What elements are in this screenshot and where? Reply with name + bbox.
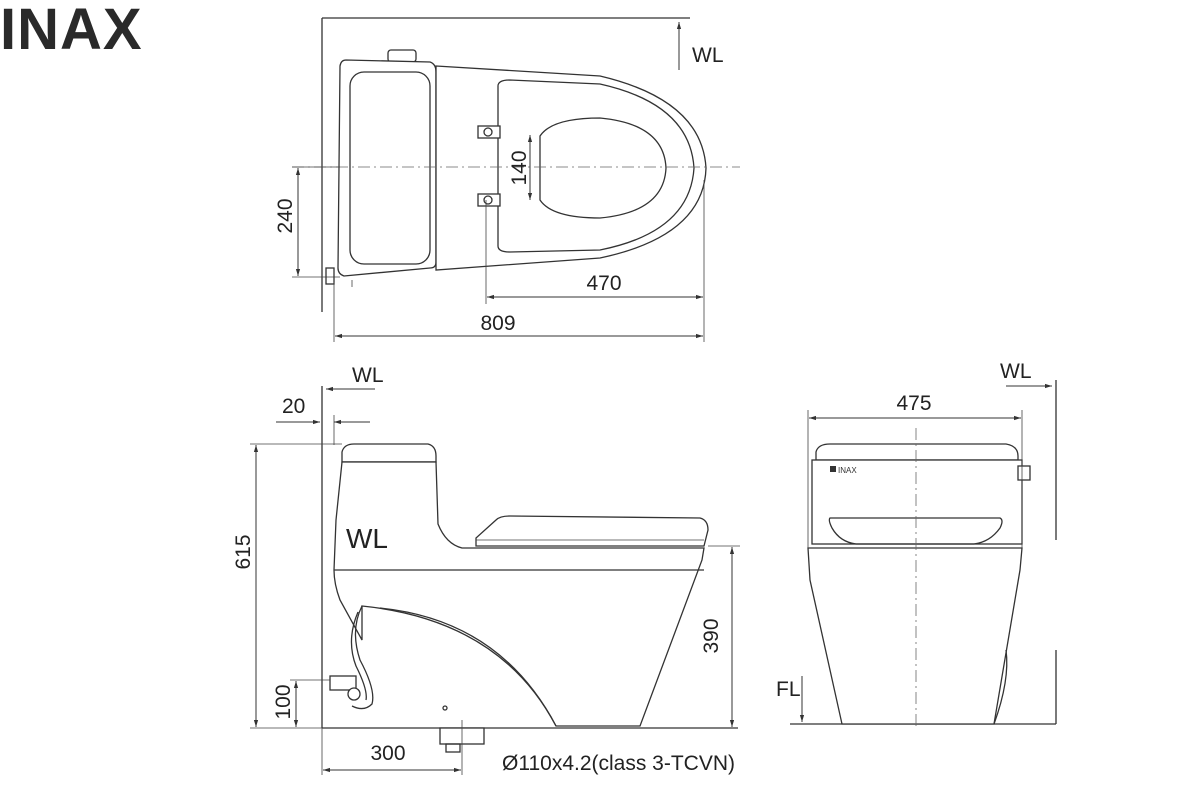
- tank-lid: [349, 71, 431, 265]
- dim-140: 140: [508, 150, 531, 185]
- side-tank-lid: [341, 443, 437, 463]
- dim-300: 300: [370, 742, 405, 765]
- front-wl-label: WL: [1000, 360, 1032, 383]
- dim-240: 240: [274, 198, 297, 233]
- side-wl-label: WL: [352, 364, 384, 387]
- supply-hose: [351, 605, 374, 710]
- bowl-outline: [435, 65, 707, 271]
- side-body: [333, 461, 705, 727]
- dim-809: 809: [480, 312, 515, 335]
- front-tank-lid: [815, 443, 1019, 461]
- front-tank: [811, 459, 1023, 545]
- outlet-spec-label: Ø110x4.2(class 3-TCVN): [502, 752, 735, 775]
- dim-20: 20: [282, 395, 305, 418]
- supply-valve: [329, 675, 357, 691]
- tank-outline: [337, 59, 437, 277]
- dim-475: 475: [896, 392, 931, 415]
- side-view: WL 20 WL 615: [232, 364, 740, 775]
- top-wl-label: WL: [692, 44, 724, 67]
- side-seat: [475, 515, 709, 547]
- hinge-bottom: [477, 193, 501, 207]
- seat-outline: [497, 79, 695, 253]
- dim-100: 100: [272, 684, 295, 719]
- hinge-top: [477, 125, 501, 139]
- dim-470: 470: [586, 272, 621, 295]
- brand-logo: INAX: [0, 0, 143, 62]
- front-seat: [828, 517, 1003, 545]
- front-view: WL INAX 475 FL: [776, 360, 1057, 730]
- flush-lever: [387, 49, 417, 63]
- front-lever: [1017, 465, 1031, 481]
- top-view: WL 140 240 470: [274, 17, 740, 342]
- front-logo: INAX: [838, 466, 857, 475]
- front-fl-label: FL: [776, 678, 801, 701]
- dim-615: 615: [232, 534, 255, 569]
- dim-390: 390: [700, 618, 723, 653]
- tank-wl-label: WL: [346, 523, 388, 554]
- front-body: [807, 547, 1023, 725]
- seat-opening: [539, 117, 667, 219]
